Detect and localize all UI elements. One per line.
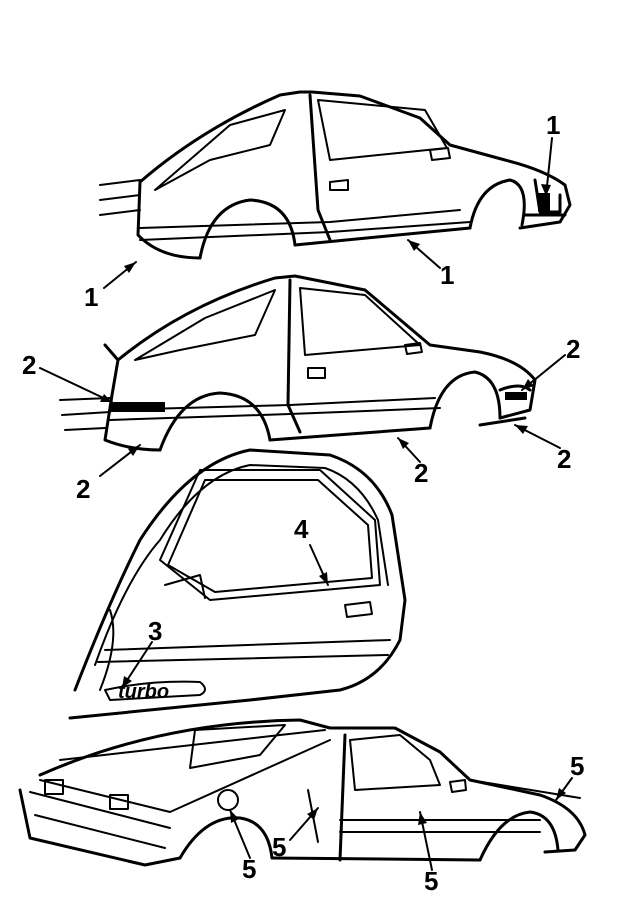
car-view-1 xyxy=(99,90,572,260)
callout-2-rocker: 2 xyxy=(414,458,428,488)
leader-arrows xyxy=(39,137,573,871)
turbo-badge: turbo xyxy=(118,681,169,703)
car-view-rear-3-4 xyxy=(18,718,587,867)
callout-1-rocker: 1 xyxy=(440,260,454,290)
callout-labels: 1 1 1 2 2 2 2 2 3 4 5 5 5 5 xyxy=(22,110,584,896)
callout-2-front-upper: 2 xyxy=(566,334,580,364)
callout-2-rear-upper: 2 xyxy=(22,350,36,380)
callout-3-badge: 3 xyxy=(148,616,162,646)
car-view-2 xyxy=(59,274,537,452)
callout-2-front-lower: 2 xyxy=(557,444,571,474)
door-panel-view: turbo xyxy=(68,448,407,720)
callout-5-door: 5 xyxy=(424,866,438,896)
callout-2-rear-lower: 2 xyxy=(76,474,90,504)
callout-1-rear: 1 xyxy=(84,282,98,312)
callout-1-front: 1 xyxy=(546,110,560,140)
callout-5-front-fender: 5 xyxy=(570,751,584,781)
callout-4-belt-molding: 4 xyxy=(294,514,309,544)
callout-5-quarter: 5 xyxy=(242,854,256,884)
callout-5-wheel-opening: 5 xyxy=(272,832,286,862)
